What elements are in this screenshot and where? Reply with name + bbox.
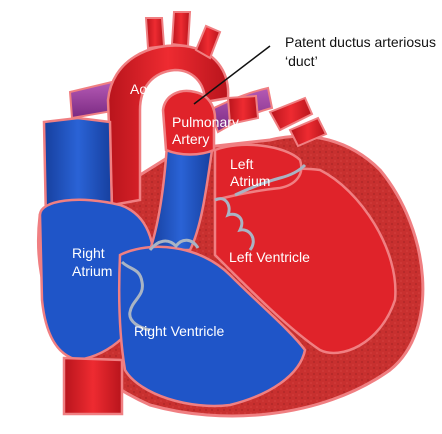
aortic-branch-3: [196, 26, 220, 58]
inferior-vena-cava: [64, 358, 122, 414]
pulmonary-artery-label-line1: Pulmonary: [172, 114, 239, 130]
aortic-branch-1: [146, 18, 164, 48]
pulmonary-artery-label-line2: Artery: [172, 131, 209, 147]
right-atrium-label-line1: Right: [72, 245, 105, 261]
right-ventricle-label: Right Ventricle: [134, 323, 224, 339]
right-atrium-label-line2: Atrium: [72, 263, 112, 279]
callout-label-line1: Patent ductus arteriosus: [285, 34, 436, 50]
left-atrium-label-line2: Atrium: [230, 173, 270, 189]
left-ventricle-label: Left Ventricle: [229, 249, 310, 265]
left-atrium-label-line1: Left: [230, 156, 253, 172]
callout-label-line2: ‘duct’: [285, 53, 318, 69]
aorta-label: Aorta: [130, 81, 164, 97]
aortic-branch-2: [172, 12, 190, 46]
